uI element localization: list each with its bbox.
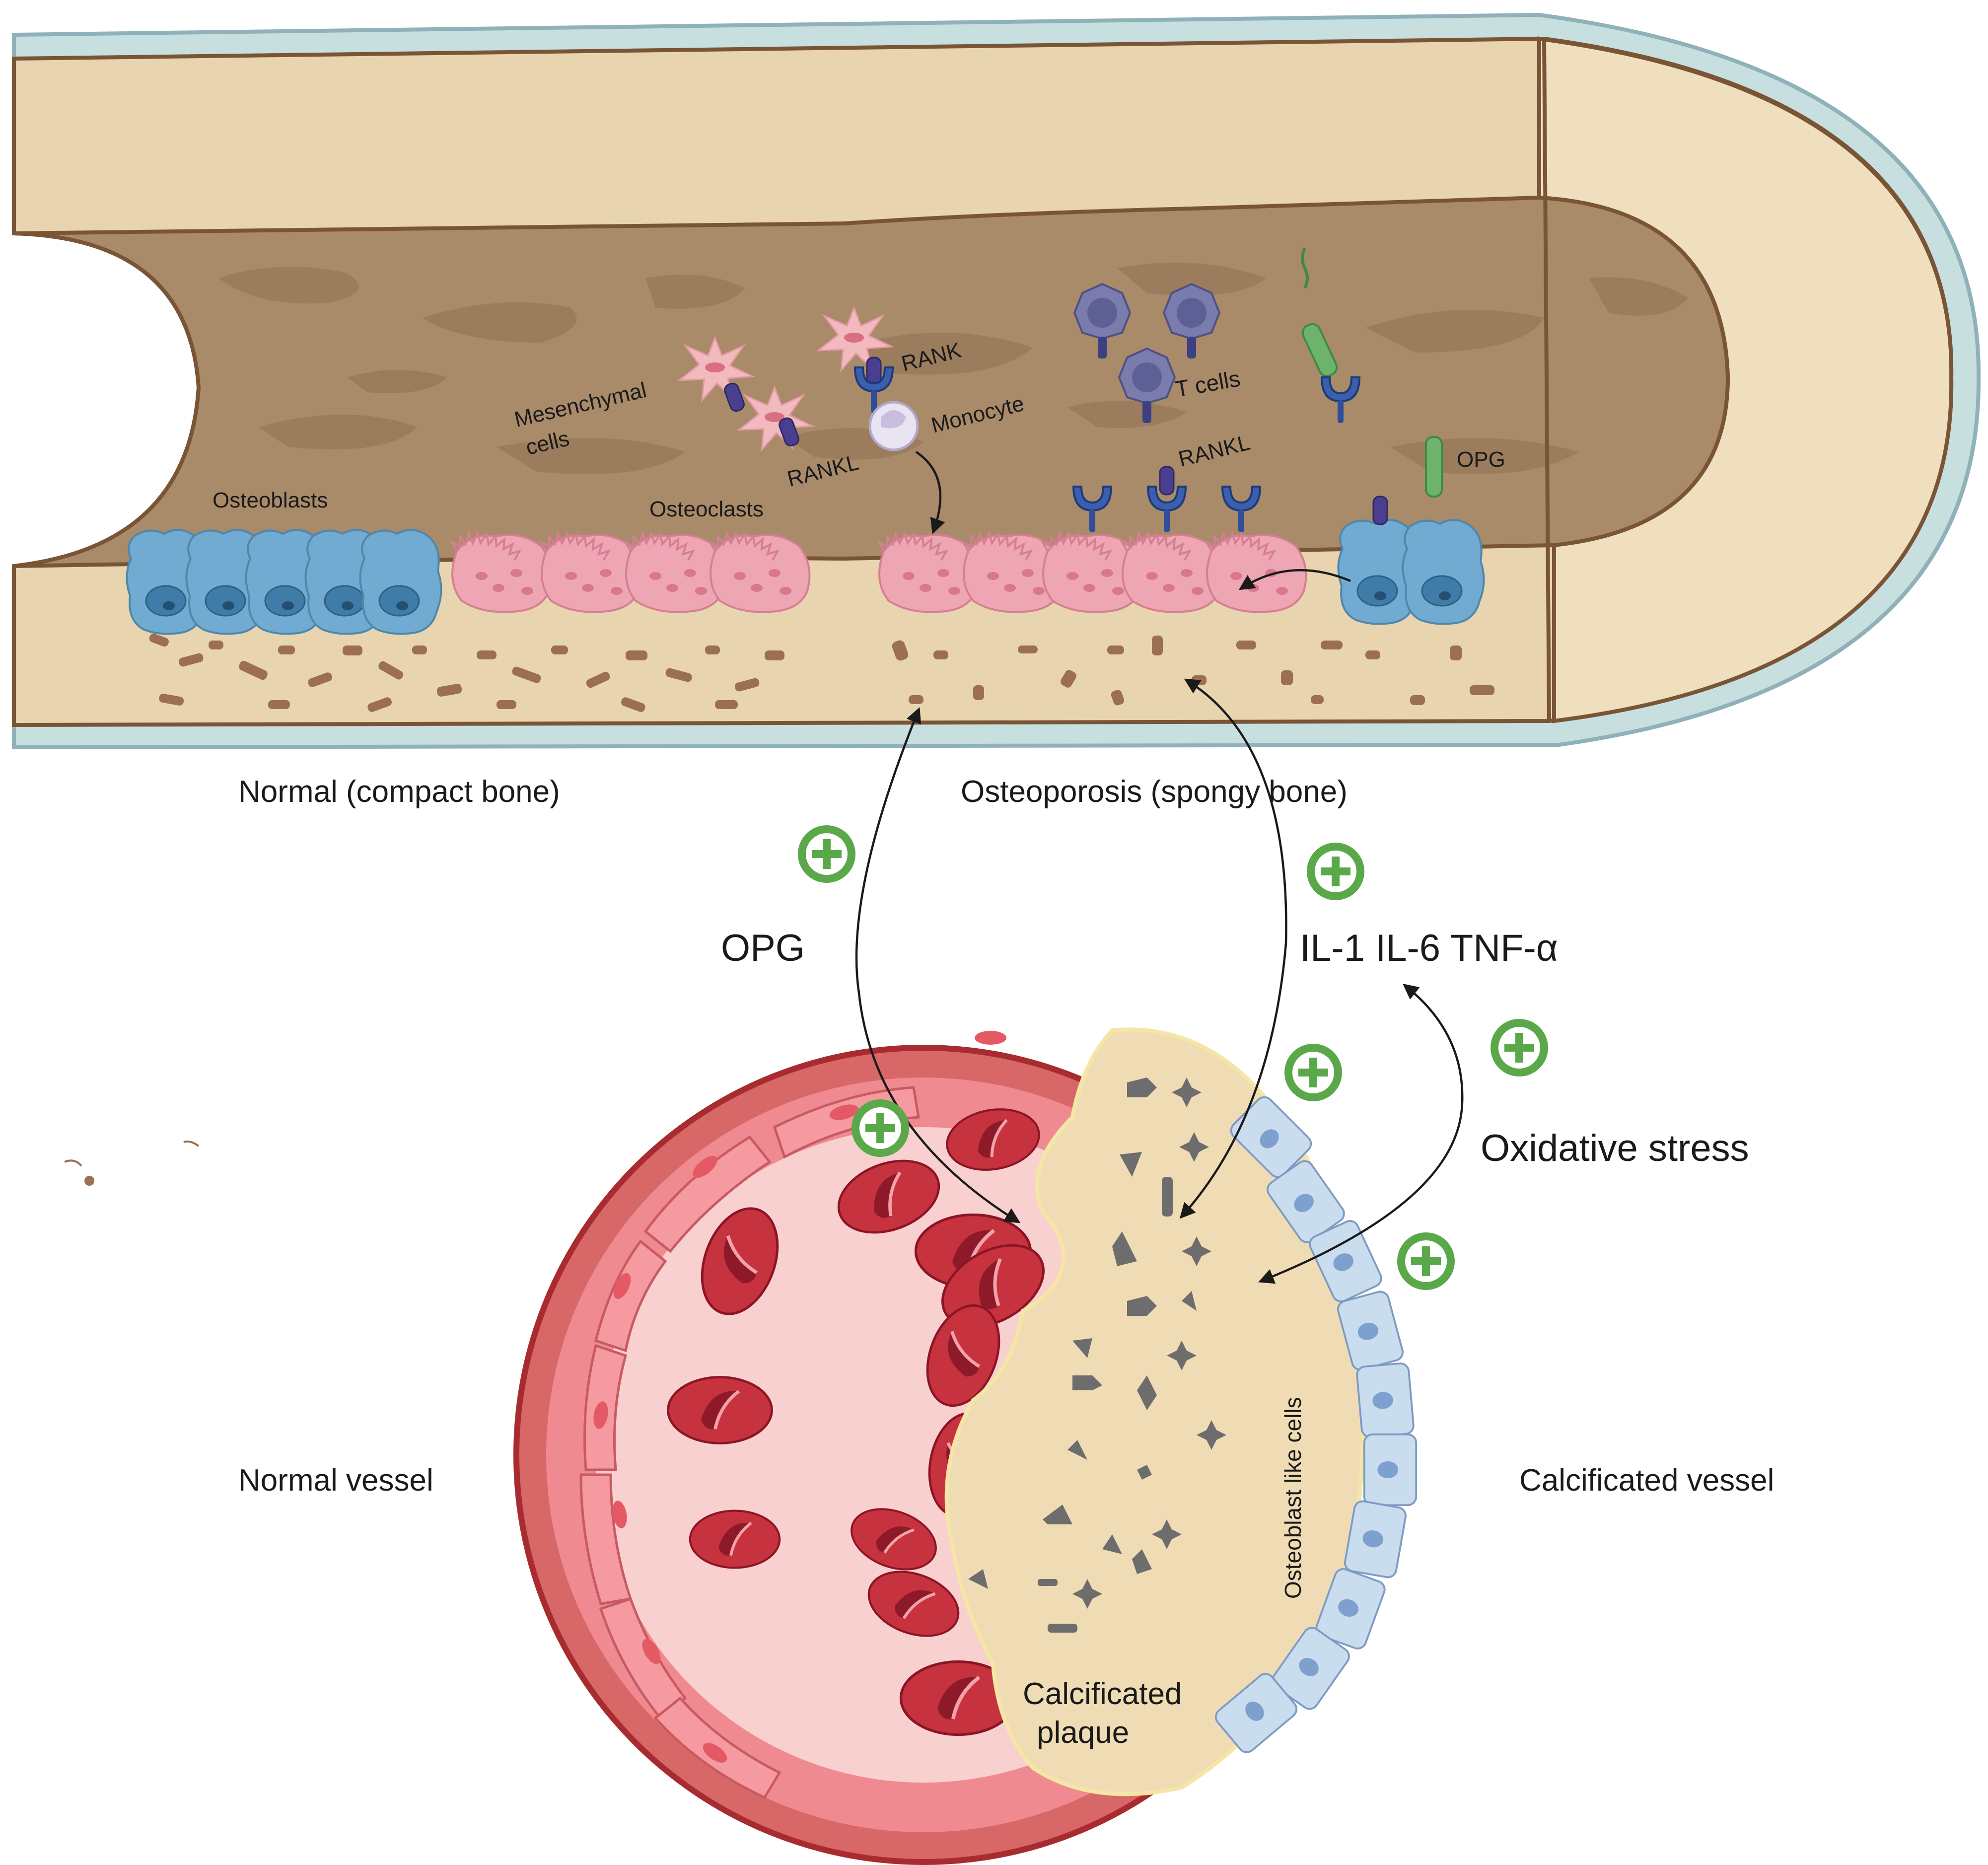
- osteoblasts-right: [1337, 519, 1485, 625]
- label-plaque-line2: plaque: [1037, 1716, 1129, 1750]
- bone-shaft: [12, 12, 1981, 750]
- label-opg-small: OPG: [1457, 447, 1505, 472]
- oxidative-stress-arrow: [1258, 984, 1464, 1284]
- osteoclasts-left: [451, 532, 811, 613]
- plus-circle-icon: [1397, 1232, 1455, 1290]
- osteoblasts-left: [126, 529, 442, 635]
- plus-circle-icon: [1307, 843, 1364, 900]
- label-oxidative-stress: Oxidative stress: [1481, 1127, 1749, 1169]
- plus-circle-icon: [852, 1099, 909, 1157]
- osteoblast-to-osteoclast-arrow: [1238, 569, 1351, 590]
- monocyte: [868, 401, 919, 451]
- label-calcificated-vessel: Calcificated vessel: [1519, 1463, 1774, 1498]
- label-osteoporosis-spongy-bone: Osteoporosis (spongy bone): [961, 775, 1348, 809]
- compact-fragments: [149, 634, 784, 712]
- spongy-fragments: [892, 636, 1494, 706]
- endothelial-nuclei: [593, 1031, 1006, 1763]
- cytokine-bone-vessel-arrow: [1179, 678, 1287, 1219]
- epiphyseal-line: [1542, 38, 1551, 721]
- label-osteoblast-like-cells: Osteoblast like cells: [1280, 1397, 1306, 1599]
- label-normal-compact-bone: Normal (compact bone): [238, 775, 560, 809]
- plus-circle-icon: [1284, 1044, 1342, 1101]
- label-cytokines: IL-1 IL-6 TNF-α: [1300, 927, 1558, 969]
- label-opg: OPG: [721, 927, 805, 969]
- plus-circle-icon: [1491, 1019, 1548, 1076]
- label-plaque-line1: Calcificated: [1023, 1677, 1182, 1711]
- endothelial-cells: [579, 1086, 920, 1799]
- opg-molecules: [1301, 247, 1443, 498]
- opg-bone-vessel-arrow: [855, 707, 1021, 1223]
- label-normal-vessel: Normal vessel: [238, 1463, 433, 1498]
- label-osteoclasts: Osteoclasts: [649, 497, 764, 521]
- label-osteoblasts: Osteoblasts: [213, 488, 328, 512]
- stray-fragments: [64, 1141, 200, 1186]
- marrow-texture: [218, 262, 1688, 474]
- monocyte-to-osteoclast-arrow: [915, 451, 945, 534]
- bone-fragments: [64, 634, 1494, 1186]
- blood-vessel: Osteoblast like cells Calcificated plaqu…: [513, 1027, 1418, 1865]
- plus-circle-icon: [798, 825, 855, 883]
- osteoclasts-right: [878, 532, 1307, 613]
